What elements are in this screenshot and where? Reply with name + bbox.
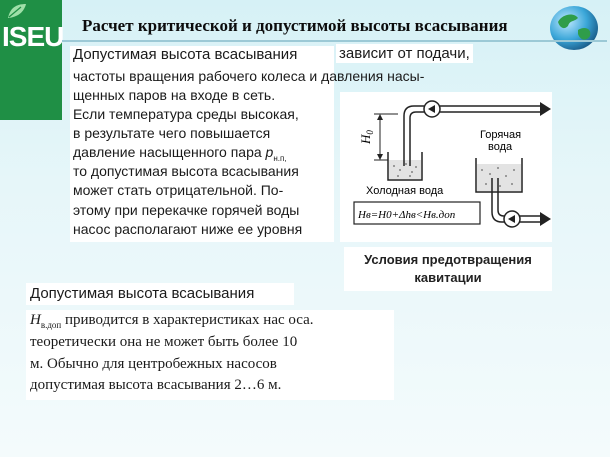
slide-title: Расчет критической и допустимой высоты в… xyxy=(82,16,508,35)
pressure-subscript: н.п, xyxy=(273,153,287,163)
text-line: давление насыщенного пара pн.п, xyxy=(73,144,287,163)
sub-heading: Допустимая высота всасывания xyxy=(26,283,294,305)
hot-water-label: Горячая xyxy=(480,129,521,141)
text-line: допустимая высота всасывания 2…6 м. xyxy=(30,377,282,393)
cavitation-diagram: H0 Холодная вода Горячая вода xyxy=(340,92,552,242)
text-line: Hв.доп приводится в характеристиках нас … xyxy=(30,312,314,330)
leaf-icon xyxy=(8,4,26,18)
diagram-caption: Условия предотвращения кавитации xyxy=(344,247,552,291)
symbol-h: H xyxy=(30,312,41,328)
hot-water-tank xyxy=(475,158,523,193)
cold-water-label: Холодная вода xyxy=(366,185,444,197)
upper-pump-icon xyxy=(423,100,441,118)
main-text-block: Допустимая высота всасывания частоты вра… xyxy=(70,46,424,242)
text-line: Допустимая высота всасывания xyxy=(73,46,298,63)
iseu-logo: ISEU xyxy=(0,0,64,120)
lower-pump-icon xyxy=(503,210,521,228)
h0-label: H0 xyxy=(358,130,375,145)
pressure-symbol: p xyxy=(265,144,274,160)
text-line: Если температура среды высокая, xyxy=(73,106,299,122)
pump-scheme: H0 Холодная вода Горячая вода xyxy=(353,100,551,228)
caption-line: кавитации xyxy=(414,270,482,285)
flow-arrow-icon xyxy=(540,102,551,116)
flow-arrow-icon xyxy=(540,212,551,226)
text-line: может стать отрицательной. По- xyxy=(73,182,284,198)
height-dimension xyxy=(374,113,398,161)
symbol-subscript: в.доп xyxy=(40,320,62,330)
hot-water-label-2: вода xyxy=(488,141,513,153)
formula-box xyxy=(353,201,481,225)
text-continuation: зависит от подачи, xyxy=(336,44,473,63)
cold-water-tank xyxy=(387,152,423,181)
text-line: то допустимая высота всасывания xyxy=(73,163,299,179)
text-line: частоты вращения рабочего колеса и давле… xyxy=(73,68,425,84)
caption-line: Условия предотвращения xyxy=(364,252,532,267)
text-segment: давление насыщенного пара xyxy=(73,144,266,160)
paragraph-block: Hв.доп приводится в характеристиках нас … xyxy=(26,310,394,400)
formula: Hв=H0+Δhв<Hв.доп xyxy=(357,209,456,221)
text-line: теоретически она не может быть более 10 xyxy=(30,334,298,350)
logo-text: ISEU xyxy=(2,21,64,52)
text-line: этому при перекачке горячей воды xyxy=(73,202,300,218)
text-line: в результате чего повышается xyxy=(73,125,271,141)
title-divider xyxy=(62,40,607,42)
globe-icon xyxy=(550,6,598,50)
text-line: м. Обычно для центробежных насосов xyxy=(30,356,277,372)
text-line: щенных паров на входе в сеть. xyxy=(73,87,276,103)
text-segment: приводится в характеристиках нас оса. xyxy=(61,312,314,328)
text-line: насос располагают ниже ее уровня xyxy=(73,221,303,237)
